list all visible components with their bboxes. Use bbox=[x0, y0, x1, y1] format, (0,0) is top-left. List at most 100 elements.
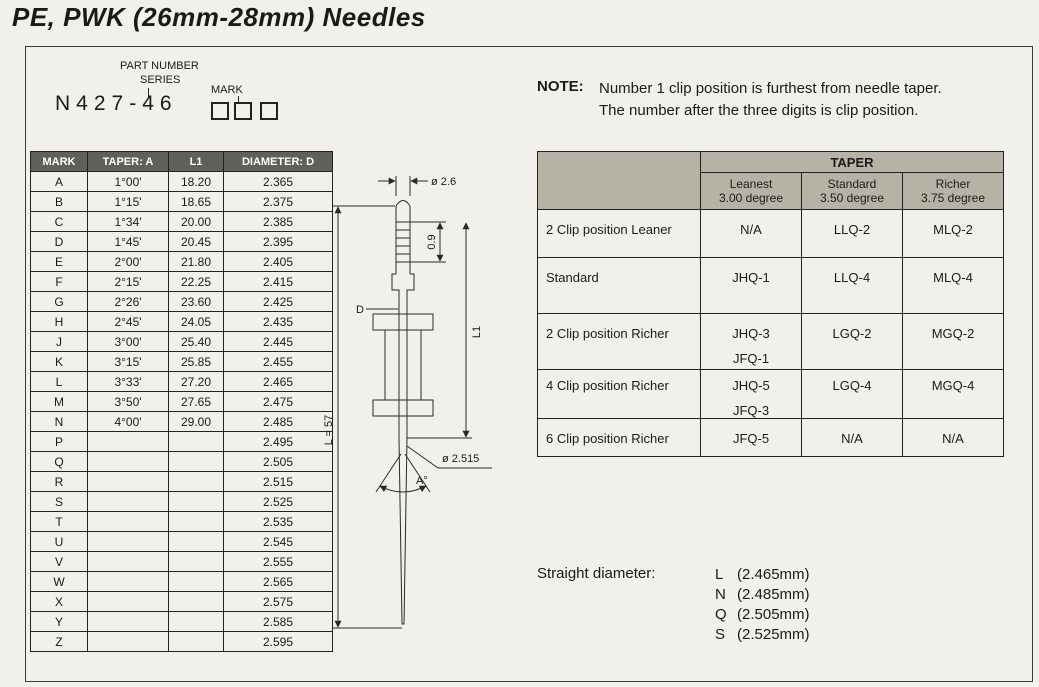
col-header-mark: MARK bbox=[30, 151, 88, 172]
cell-l1: 25.40 bbox=[168, 331, 224, 352]
table-row: Q 2.505 bbox=[30, 451, 333, 472]
needle-mark: L bbox=[715, 566, 724, 583]
needle-diagram: ø 2.6 0.9 D L1 L = 57 ø 2.515 A° bbox=[323, 176, 492, 629]
cell-taper bbox=[87, 571, 169, 592]
needle-diameter-value: (2.465mm) bbox=[737, 566, 810, 583]
cell-taper: 2°00' bbox=[87, 251, 169, 272]
table-row: A 1°00' 18.20 2.365 bbox=[30, 171, 333, 192]
needle-mark: N bbox=[715, 586, 726, 603]
table-row: H 2°45' 24.05 2.435 bbox=[30, 311, 333, 332]
row-label: 2 Clip position Leaner bbox=[537, 209, 701, 258]
taper-table-wrap: TAPER Leanest 3.00 degree Standard 3.50 … bbox=[537, 151, 1004, 457]
cell-mark: K bbox=[30, 351, 88, 372]
cell-mark: E bbox=[30, 251, 88, 272]
cell-mark: M bbox=[30, 391, 88, 412]
dim-top-diameter: ø 2.6 bbox=[431, 176, 456, 188]
straight-diameter-item: S(2.525mm) bbox=[715, 625, 957, 645]
mark-callout-line bbox=[238, 96, 239, 102]
table-row: C 1°34' 20.00 2.385 bbox=[30, 211, 333, 232]
cell-l1: 20.00 bbox=[168, 211, 224, 232]
cell-mark: T bbox=[30, 511, 88, 532]
taper-table-body: 2 Clip position Leaner N/A LLQ-2 MLQ-2 S… bbox=[537, 209, 1004, 457]
cell-diameter: 2.365 bbox=[223, 171, 333, 192]
cell-taper bbox=[87, 611, 169, 632]
cell-l1 bbox=[168, 631, 224, 652]
cell-l1 bbox=[168, 511, 224, 532]
cell-diameter: 2.585 bbox=[223, 611, 333, 632]
cell-leanest: JFQ-5 bbox=[700, 418, 802, 457]
cell-l1: 18.65 bbox=[168, 191, 224, 212]
cell-standard: N/A bbox=[801, 418, 903, 457]
cell-diameter: 2.465 bbox=[223, 371, 333, 392]
cell-taper: 2°26' bbox=[87, 291, 169, 312]
cell-l1: 23.60 bbox=[168, 291, 224, 312]
col-header-line2: 3.50 degree bbox=[819, 191, 885, 205]
cell-l1 bbox=[168, 451, 224, 472]
cell-taper bbox=[87, 591, 169, 612]
taper-group-header: TAPER bbox=[700, 151, 1004, 173]
table-row: M 3°50' 27.65 2.475 bbox=[30, 391, 333, 412]
cell-l1 bbox=[168, 591, 224, 612]
cell-taper: 3°00' bbox=[87, 331, 169, 352]
cell-diameter: 2.495 bbox=[223, 431, 333, 452]
cell-value-primary: JHQ-5 bbox=[732, 378, 770, 393]
dim-shaft-diameter: D bbox=[356, 304, 364, 316]
cell-mark: Y bbox=[30, 611, 88, 632]
cell-taper: 3°33' bbox=[87, 371, 169, 392]
cell-value-primary: JHQ-3 bbox=[732, 326, 770, 341]
cell-value-secondary: JFQ-3 bbox=[732, 403, 770, 418]
cell-l1 bbox=[168, 531, 224, 552]
cell-taper bbox=[87, 531, 169, 552]
table-row: T 2.535 bbox=[30, 511, 333, 532]
table-row: D 1°45' 20.45 2.395 bbox=[30, 231, 333, 252]
cell-diameter: 2.475 bbox=[223, 391, 333, 412]
cell-l1: 22.25 bbox=[168, 271, 224, 292]
cell-value-primary: JFQ-5 bbox=[732, 431, 770, 446]
cell-l1 bbox=[168, 571, 224, 592]
col-header-line1: Richer bbox=[935, 177, 971, 191]
cell-diameter: 2.455 bbox=[223, 351, 333, 372]
clip-position-box bbox=[234, 102, 252, 120]
table-row: U 2.545 bbox=[30, 531, 333, 552]
needle-diameter-value: (2.525mm) bbox=[737, 626, 810, 643]
cell-richer: MGQ-4 bbox=[902, 369, 1004, 419]
cell-diameter: 2.415 bbox=[223, 271, 333, 292]
col-header-line1: Leanest bbox=[729, 177, 773, 191]
cell-value-secondary: JFQ-1 bbox=[732, 351, 770, 366]
needle-spec-table-wrap: MARK TAPER: A L1 DIAMETER: D A 1°00' 18.… bbox=[30, 151, 333, 652]
row-label: Standard bbox=[537, 257, 701, 314]
cell-taper bbox=[87, 511, 169, 532]
cell-l1: 18.20 bbox=[168, 171, 224, 192]
cell-diameter: 2.575 bbox=[223, 591, 333, 612]
cell-richer: MLQ-2 bbox=[902, 209, 1004, 258]
note-line-1: Number 1 clip position is furthest from … bbox=[599, 80, 942, 97]
cell-mark: J bbox=[30, 331, 88, 352]
cell-standard: LLQ-2 bbox=[801, 209, 903, 258]
taper-table-row: 4 Clip position Richer JHQ-5 JFQ-3 LGQ-4… bbox=[537, 369, 1004, 419]
table-row: L 3°33' 27.20 2.465 bbox=[30, 371, 333, 392]
cell-richer: MGQ-2 bbox=[902, 313, 1004, 370]
cell-taper: 3°15' bbox=[87, 351, 169, 372]
cell-taper: 1°34' bbox=[87, 211, 169, 232]
dim-groove-pitch: 0.9 bbox=[426, 234, 438, 249]
part-number-label: PART NUMBER bbox=[120, 60, 199, 72]
col-header-line2: 3.00 degree bbox=[718, 191, 784, 205]
cell-l1 bbox=[168, 611, 224, 632]
cell-taper: 1°15' bbox=[87, 191, 169, 212]
cell-taper bbox=[87, 631, 169, 652]
straight-diameter-item: Q(2.505mm) bbox=[715, 605, 957, 625]
straight-diameter-section: Straight diameter: L(2.465mm) N(2.485mm)… bbox=[537, 565, 957, 645]
needle-diameter-value: (2.505mm) bbox=[737, 606, 810, 623]
cell-diameter: 2.435 bbox=[223, 311, 333, 332]
table-row: B 1°15' 18.65 2.375 bbox=[30, 191, 333, 212]
needle-spec-table: MARK TAPER: A L1 DIAMETER: D A 1°00' 18.… bbox=[30, 151, 333, 652]
taper-table-row: Standard JHQ-1 LLQ-4 MLQ-4 bbox=[537, 257, 1004, 314]
cell-value-primary: JHQ-1 bbox=[732, 270, 770, 285]
cell-taper bbox=[87, 451, 169, 472]
cell-leanest: JHQ-5 JFQ-3 bbox=[700, 369, 802, 419]
table-row: N 4°00' 29.00 2.485 bbox=[30, 411, 333, 432]
cell-richer: N/A bbox=[902, 418, 1004, 457]
cell-diameter: 2.405 bbox=[223, 251, 333, 272]
cell-l1 bbox=[168, 491, 224, 512]
cell-l1: 21.80 bbox=[168, 251, 224, 272]
